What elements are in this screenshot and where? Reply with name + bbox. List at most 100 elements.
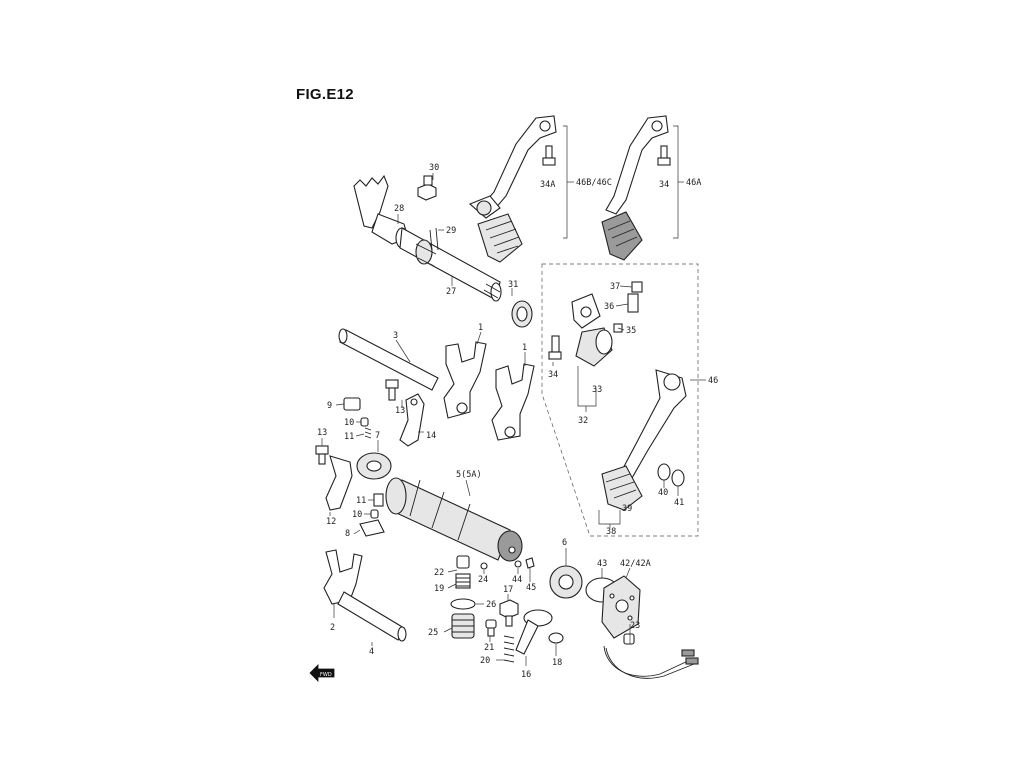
label-10-upper: 10 [344, 418, 354, 428]
label-8: 8 [345, 529, 350, 539]
switch-wire-harness [603, 645, 699, 679]
label-21: 21 [484, 643, 494, 653]
label-17: 17 [503, 585, 513, 595]
label-44: 44 [512, 575, 522, 585]
neutral-switch-25 [451, 613, 475, 639]
label-36: 36 [604, 302, 614, 312]
bolt-34a [542, 145, 556, 166]
label-20: 20 [480, 656, 490, 666]
label-27: 27 [446, 287, 456, 297]
bolt-23 [623, 633, 635, 645]
label-31: 31 [508, 280, 518, 290]
label-46: 46 [708, 376, 718, 386]
shift-lever-33 [571, 293, 613, 367]
gear-shift-shaft-27 [353, 174, 502, 302]
cam-stopper-plate-12 [325, 455, 353, 511]
label-34-assembly: 34 [548, 370, 558, 380]
label-40: 40 [658, 488, 668, 498]
cover-6 [549, 565, 583, 599]
washer-18 [548, 632, 564, 644]
fork-shaft-4 [337, 591, 407, 642]
neutral-contact-22 [456, 555, 470, 569]
label-23: 23 [630, 621, 640, 631]
gear-shift-fork-2 [323, 549, 363, 605]
label-7: 7 [375, 431, 380, 441]
label-11-upper: 11 [344, 432, 354, 442]
pin-44 [514, 560, 522, 568]
bolt-34-top [657, 145, 671, 166]
label-13-left: 13 [317, 428, 327, 438]
label-34a: 34A [540, 180, 555, 190]
gear-shift-fork-1b [491, 363, 535, 441]
pin-24 [480, 562, 488, 570]
label-1a: 1 [478, 323, 483, 333]
label-42: 42/42A [620, 559, 651, 569]
label-10-lower: 10 [352, 510, 362, 520]
gear-shift-fork-shaft-3 [338, 328, 439, 391]
cam-driven-arm-16 [515, 609, 553, 655]
gear-shift-pedal-46a [601, 115, 669, 261]
label-18: 18 [552, 658, 562, 668]
cam-stopper-9 [343, 397, 361, 411]
label-14: 14 [426, 431, 436, 441]
label-11-lower: 11 [356, 496, 366, 506]
label-34-top: 34 [659, 180, 669, 190]
label-30: 30 [429, 163, 439, 173]
label-37: 37 [610, 282, 620, 292]
bolt-21 [485, 619, 497, 637]
bolt-30 [417, 175, 437, 201]
gear-shift-fork-1a [443, 341, 487, 419]
label-41: 41 [674, 498, 684, 508]
label-46bc: 46B/46C [576, 178, 612, 188]
assembly-46-outline [541, 263, 699, 537]
washer-40 [657, 463, 671, 481]
label-29: 29 [446, 226, 456, 236]
spring-19 [455, 573, 471, 589]
label-13-upper: 13 [395, 406, 405, 416]
label-32: 32 [578, 416, 588, 426]
gear-shift-cam-drum-5 [385, 477, 523, 562]
label-46a: 46A [686, 178, 701, 188]
gear-position-switch-42 [601, 575, 641, 639]
bolt-34-assembly [548, 335, 562, 360]
label-33: 33 [592, 385, 602, 395]
label-45: 45 [526, 583, 536, 593]
return-spring-20 [503, 635, 515, 663]
label-1b: 1 [522, 343, 527, 353]
label-2: 2 [330, 623, 335, 633]
label-38: 38 [606, 527, 616, 537]
pin-10-lower [370, 509, 379, 519]
spring-11-upper [364, 427, 372, 439]
label-16: 16 [521, 670, 531, 680]
label-24: 24 [478, 575, 488, 585]
gear-shift-pedal-46bc [468, 115, 557, 263]
bolt-17 [499, 599, 519, 627]
forward-arrow-label: FWD [320, 672, 332, 678]
spring-11-lower [373, 493, 384, 507]
gear-shift-cam-7 [356, 452, 392, 480]
label-43: 43 [597, 559, 607, 569]
label-9: 9 [327, 401, 332, 411]
bolt-13-left [315, 445, 329, 465]
gasket-26 [450, 598, 476, 610]
gear-shift-stopper-14 [399, 393, 425, 447]
label-19: 19 [434, 584, 444, 594]
label-6: 6 [562, 538, 567, 548]
label-39: 39 [622, 504, 632, 514]
part-labels: 30 28 29 27 31 34A 46B/46C 34 46A 37 36 … [317, 163, 718, 680]
pin-10-upper [360, 417, 369, 427]
label-25: 25 [428, 628, 438, 638]
rod-38-39 [601, 369, 687, 511]
cam-guide-8 [359, 519, 385, 537]
oil-seal-31 [511, 300, 533, 328]
pin-45 [525, 557, 535, 569]
bolt-13-upper [385, 379, 399, 401]
forward-arrow-icon: FWD [309, 664, 335, 682]
label-22: 22 [434, 568, 444, 578]
label-3: 3 [393, 331, 398, 341]
label-4: 4 [369, 647, 374, 657]
washer-41 [671, 469, 685, 487]
label-28: 28 [394, 204, 404, 214]
return-spring-29 [429, 227, 439, 251]
